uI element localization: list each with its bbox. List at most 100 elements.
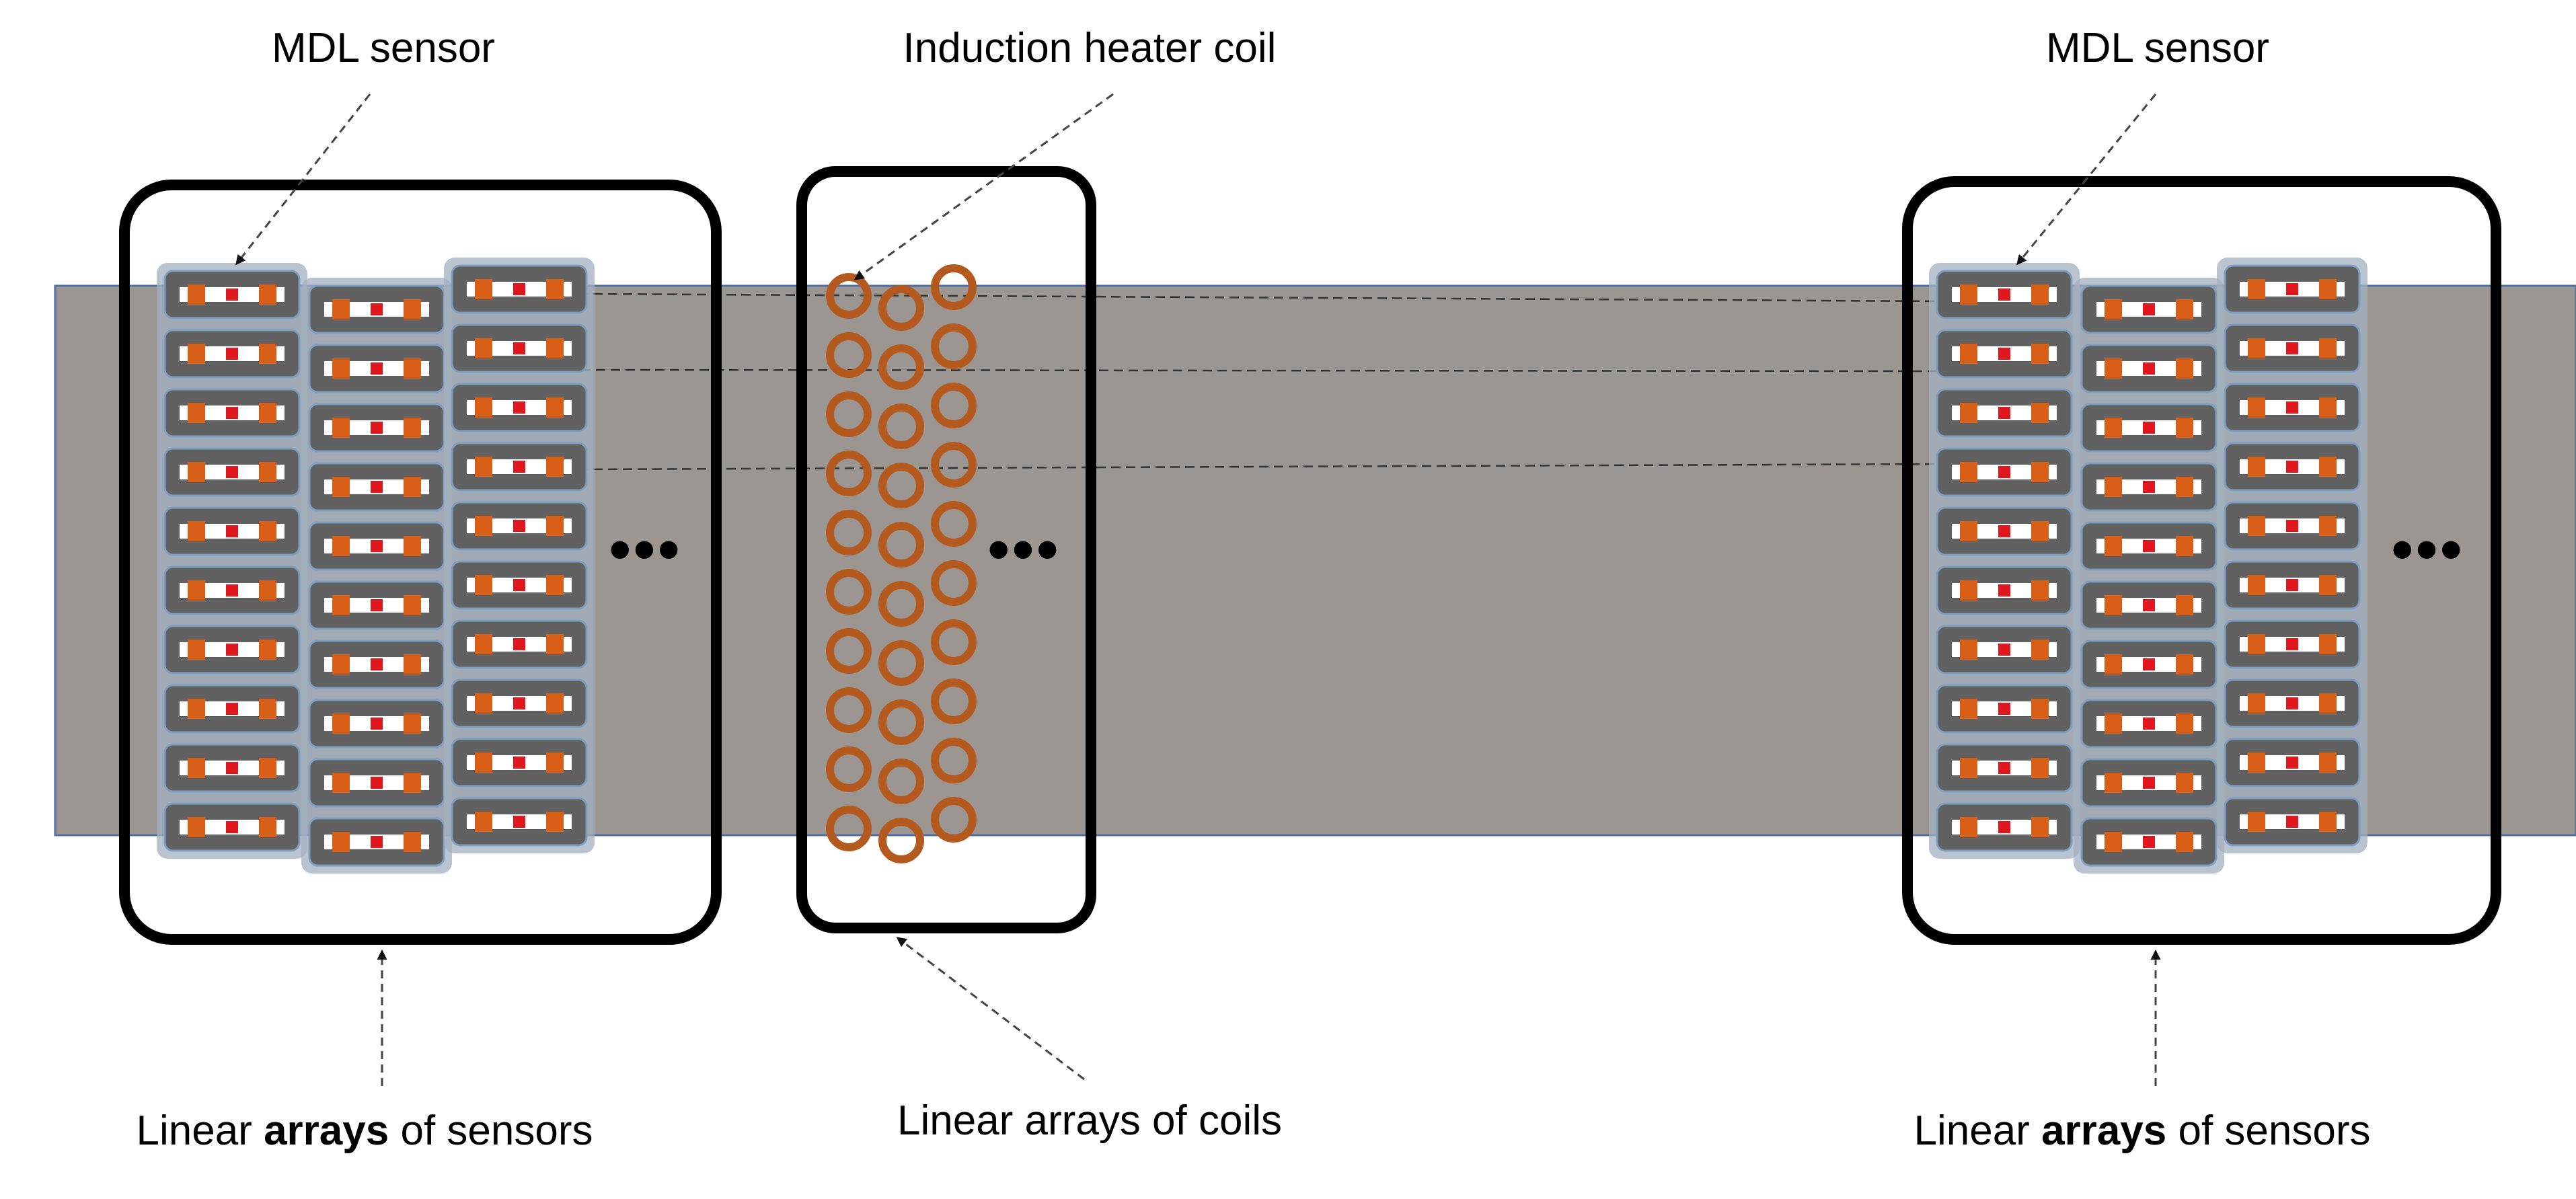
mdl-sensor-icon (308, 521, 445, 571)
mdl-sensor-icon (451, 560, 588, 610)
label-sensor-arrays-right: Linear arrays of sensors (1914, 1108, 2370, 1154)
label-part-bold: arrays (264, 1108, 389, 1154)
mdl-sensor-icon (2224, 383, 2361, 432)
heater-coil-icon (878, 759, 924, 804)
mdl-sensor-icon (451, 797, 588, 847)
mdl-sensor-icon (163, 329, 301, 379)
mdl-sensor-icon (163, 506, 301, 556)
heater-coil-icon (826, 628, 872, 674)
heater-coil-icon (826, 510, 872, 555)
mdl-sensor-icon (2080, 462, 2218, 512)
sensor-array-left-frame (119, 180, 722, 945)
mdl-sensor-icon (451, 501, 588, 551)
mdl-sensor-icon (2224, 264, 2361, 314)
mdl-sensor-icon (163, 270, 301, 319)
mdl-sensor-icon (2080, 344, 2218, 393)
heater-coil-icon (826, 332, 872, 378)
mdl-sensor-icon (308, 462, 445, 512)
heater-coil-icon (931, 501, 977, 547)
heater-coil-icon (931, 738, 977, 783)
mdl-sensor-icon (163, 802, 301, 852)
dashed-arrow-icon (2016, 93, 2157, 266)
mdl-sensor-icon (2224, 442, 2361, 492)
mdl-sensor-icon (1936, 743, 2073, 793)
ellipsis-icon: ••• (609, 515, 683, 584)
mdl-sensor-icon (2224, 679, 2361, 728)
mdl-sensor-icon (308, 344, 445, 393)
heater-coil-icon (826, 273, 872, 319)
heater-coil-icon (931, 442, 977, 488)
mdl-sensor-icon (1936, 270, 2073, 319)
label-mdl-sensor-left: MDL sensor (272, 25, 495, 71)
coil-array: ••• (796, 166, 1096, 933)
mdl-sensor-icon (1936, 802, 2073, 852)
heater-coil-icon (878, 581, 924, 627)
heater-coil-icon (878, 463, 924, 508)
heater-coil-icon (826, 451, 872, 496)
label-sensor-arrays-left: Linear arrays of sensors (136, 1108, 593, 1154)
mdl-sensor-icon (2080, 403, 2218, 453)
ellipsis-icon: ••• (988, 515, 1061, 584)
heater-coil-icon (931, 560, 977, 606)
mdl-sensor-icon (2080, 284, 2218, 334)
dashed-arrow-icon (854, 93, 1114, 280)
heater-coil-icon (931, 323, 977, 369)
heater-coil-icon (931, 797, 977, 843)
mdl-sensor-icon (308, 758, 445, 808)
guide-line-2 (551, 369, 1944, 373)
heater-coil-icon (826, 569, 872, 615)
heater-coil-icon (826, 746, 872, 792)
mdl-sensor-icon (308, 284, 445, 334)
mdl-sensor-icon (1936, 684, 2073, 734)
heater-coil-icon (878, 522, 924, 568)
mdl-sensor-icon (1936, 447, 2073, 497)
label-induction-heater-coil: Induction heater coil (903, 25, 1277, 71)
mdl-sensor-icon (308, 580, 445, 630)
dashed-arrow-icon (235, 93, 371, 266)
heater-coil-icon (878, 344, 924, 390)
mdl-sensor-icon (451, 679, 588, 728)
heater-coil-icon (826, 687, 872, 733)
mdl-sensor-icon (2224, 560, 2361, 610)
dashed-arrow-icon (896, 937, 1085, 1081)
mdl-sensor-icon (2224, 501, 2361, 551)
mdl-sensor-icon (2224, 797, 2361, 847)
mdl-sensor-icon (451, 264, 588, 314)
label-part: of sensors (2166, 1108, 2370, 1154)
label-coil-arrays: Linear arrays of coils (897, 1097, 1282, 1144)
mdl-sensor-icon (451, 442, 588, 492)
mdl-sensor-icon (308, 699, 445, 748)
mdl-sensor-icon (1936, 506, 2073, 556)
heater-coil-icon (878, 640, 924, 686)
leader-arrows (235, 93, 2161, 1086)
mdl-sensor-icon (2080, 758, 2218, 808)
mdl-sensor-icon (2224, 738, 2361, 787)
sensor-array-right: ••• (1902, 176, 2501, 945)
mdl-sensor-icon (1936, 388, 2073, 438)
mdl-sensor-icon (451, 619, 588, 669)
mdl-sensor-icon (2224, 323, 2361, 373)
mdl-sensor-icon (2224, 619, 2361, 669)
mdl-sensor-icon (451, 383, 588, 432)
mdl-sensor-icon (308, 817, 445, 867)
label-mdl-sensor-right: MDL sensor (2046, 25, 2269, 71)
heater-coil-icon (878, 403, 924, 449)
heater-coil-icon (931, 679, 977, 724)
mdl-sensor-icon (451, 738, 588, 787)
mdl-sensor-icon (451, 323, 588, 373)
mdl-sensor-icon (1936, 566, 2073, 615)
mdl-sensor-icon (163, 625, 301, 674)
mdl-sensor-icon (2080, 699, 2218, 748)
heater-coil-icon (931, 264, 977, 310)
mdl-sensor-icon (2080, 640, 2218, 689)
mdl-sensor-icon (308, 403, 445, 453)
label-part: Linear (136, 1108, 264, 1154)
label-part: Linear (1914, 1108, 2041, 1154)
mdl-sensor-icon (163, 388, 301, 438)
coil-array-frame (796, 166, 1096, 933)
heater-coil-icon (826, 391, 872, 437)
label-part: of sensors (389, 1108, 593, 1154)
mdl-sensor-icon (163, 566, 301, 615)
heater-coil-icon (931, 619, 977, 665)
